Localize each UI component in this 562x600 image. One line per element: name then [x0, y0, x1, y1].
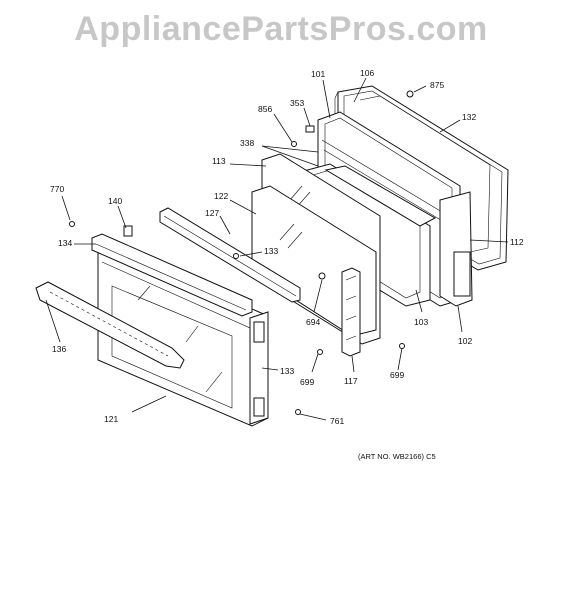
label-338: 338	[240, 138, 254, 148]
label-140: 140	[108, 196, 122, 206]
label-770: 770	[50, 184, 64, 194]
label-106: 106	[360, 68, 374, 78]
label-761: 761	[330, 416, 344, 426]
part-gasket	[359, 95, 491, 253]
part-side-bracket	[341, 267, 361, 357]
label-122: 122	[214, 191, 228, 201]
fasteners	[69, 90, 414, 415]
label-127: 127	[205, 208, 219, 218]
label-121: 121	[104, 414, 118, 424]
watermark-logo: AppliancePartsPros.com	[74, 10, 488, 48]
label-699-right: 699	[390, 370, 404, 380]
label-102: 102	[458, 336, 472, 346]
art-number: (ART NO. WB2166) C5	[358, 452, 436, 461]
label-134: 134	[58, 238, 72, 248]
part-outer-door	[97, 245, 269, 427]
label-694: 694	[306, 317, 320, 327]
label-133-upper: 133	[264, 246, 278, 256]
label-112: 112	[510, 237, 524, 247]
part-hinge-channel	[159, 207, 301, 303]
label-132: 132	[462, 112, 476, 122]
label-699-left: 699	[300, 377, 314, 387]
part-top-trim	[91, 233, 253, 317]
leader-lines	[45, 77, 509, 421]
label-133-lower: 133	[280, 366, 294, 376]
part-handle	[35, 281, 185, 369]
label-113: 113	[212, 156, 226, 166]
label-117: 117	[344, 376, 358, 386]
label-875: 875	[430, 80, 444, 90]
part-labels: 101 106 875 856 353 132 338 113 770 140 …	[50, 68, 524, 426]
label-856: 856	[258, 104, 272, 114]
label-101: 101	[311, 69, 325, 79]
label-136: 136	[52, 344, 66, 354]
label-353: 353	[290, 98, 304, 108]
label-103: 103	[414, 317, 428, 327]
